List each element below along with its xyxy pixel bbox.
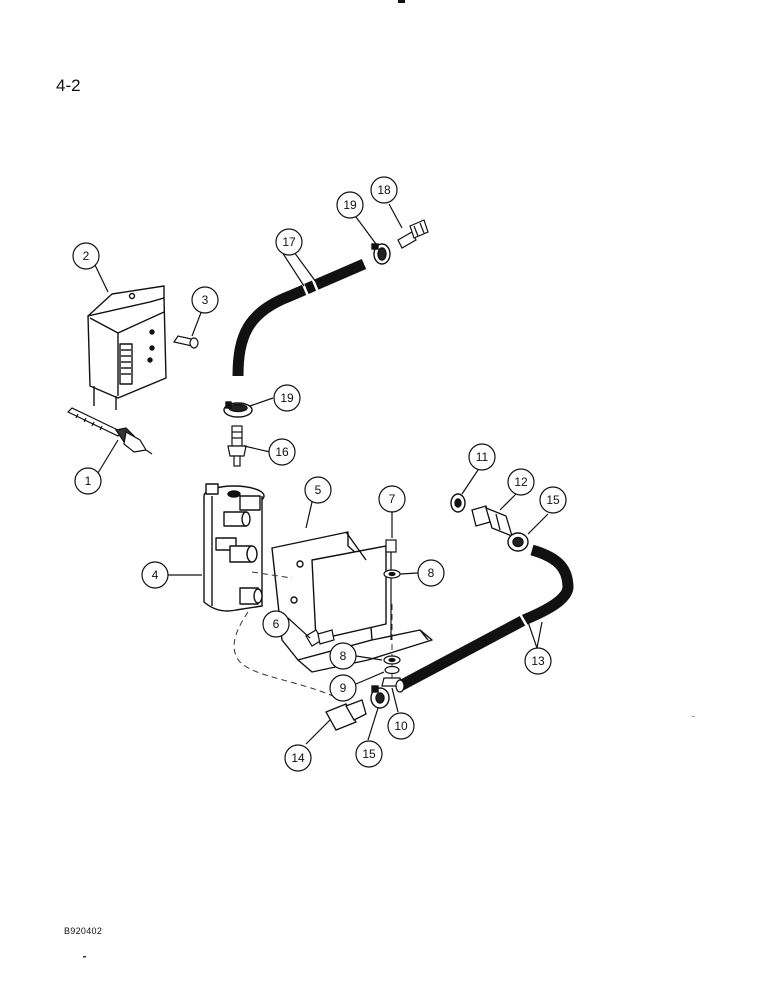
washer-lower bbox=[383, 655, 401, 665]
hose-fitting-vertical bbox=[227, 425, 247, 467]
callout-18: 18 bbox=[370, 176, 398, 204]
callout-15-right: 15 bbox=[539, 486, 567, 514]
hose-fitting-upper bbox=[397, 219, 429, 249]
svg-text:18: 18 bbox=[377, 183, 391, 197]
svg-text:8: 8 bbox=[340, 649, 347, 663]
stud bbox=[385, 539, 397, 640]
svg-text:6: 6 bbox=[273, 617, 280, 631]
washer-upper bbox=[383, 569, 401, 579]
callout-9: 9 bbox=[329, 674, 357, 702]
svg-text:4: 4 bbox=[152, 568, 159, 582]
callout-8-lower: 8 bbox=[329, 642, 357, 670]
callout-15-bottom: 15 bbox=[355, 740, 383, 768]
callout-11: 11 bbox=[468, 443, 496, 471]
svg-text:19: 19 bbox=[343, 198, 357, 212]
callout-3: 3 bbox=[191, 286, 219, 314]
svg-text:9: 9 bbox=[340, 681, 347, 695]
callout-5: 5 bbox=[304, 476, 332, 504]
bolt bbox=[305, 629, 335, 647]
hose-clamp-lower bbox=[223, 401, 253, 418]
svg-text:12: 12 bbox=[514, 475, 528, 489]
callout-10: 10 bbox=[387, 712, 415, 740]
control-module bbox=[87, 285, 167, 410]
figure-reference-code: B920402 bbox=[64, 926, 103, 936]
svg-text:13: 13 bbox=[531, 654, 545, 668]
svg-text:2: 2 bbox=[83, 249, 90, 263]
svg-text:11: 11 bbox=[476, 450, 489, 464]
hose-clamp-bottom bbox=[370, 685, 390, 709]
sensor-probe bbox=[66, 407, 153, 455]
leader-lines bbox=[94, 203, 549, 745]
callout-7: 7 bbox=[378, 485, 406, 513]
svg-text:3: 3 bbox=[202, 293, 209, 307]
callout-17: 17 bbox=[275, 228, 303, 256]
hose-clamp-upper bbox=[371, 243, 391, 265]
callout-4: 4 bbox=[141, 561, 169, 589]
valve-body bbox=[203, 483, 265, 612]
lock-washer bbox=[384, 665, 400, 675]
svg-text:15: 15 bbox=[362, 747, 376, 761]
svg-text:15: 15 bbox=[546, 493, 560, 507]
svg-text:10: 10 bbox=[394, 719, 408, 733]
adapter-fitting bbox=[471, 505, 514, 538]
svg-text:16: 16 bbox=[275, 445, 289, 459]
screw bbox=[173, 335, 199, 349]
callout-8-upper: 8 bbox=[417, 559, 445, 587]
page-number-label: 4-2 bbox=[56, 76, 81, 95]
svg-text:1: 1 bbox=[85, 474, 92, 488]
callout-12: 12 bbox=[507, 468, 535, 496]
callout-13: 13 bbox=[524, 647, 552, 675]
hose-clamp-right bbox=[507, 532, 529, 552]
callout-1: 1 bbox=[74, 467, 102, 495]
elbow-fitting bbox=[325, 699, 367, 731]
svg-text:7: 7 bbox=[389, 492, 396, 506]
svg-text:5: 5 bbox=[315, 483, 322, 497]
callout-19-upper: 19 bbox=[336, 191, 364, 219]
callout-2: 2 bbox=[72, 242, 100, 270]
callout-16: 16 bbox=[268, 438, 296, 466]
callout-19-lower: 19 bbox=[273, 384, 301, 412]
svg-text:17: 17 bbox=[282, 235, 296, 249]
callout-14: 14 bbox=[284, 744, 312, 772]
callout-6: 6 bbox=[262, 610, 290, 638]
hose-lower bbox=[395, 544, 574, 693]
svg-text:8: 8 bbox=[428, 566, 435, 580]
svg-text:14: 14 bbox=[291, 751, 305, 765]
svg-text:19: 19 bbox=[280, 391, 294, 405]
sealing-washer bbox=[450, 493, 466, 513]
